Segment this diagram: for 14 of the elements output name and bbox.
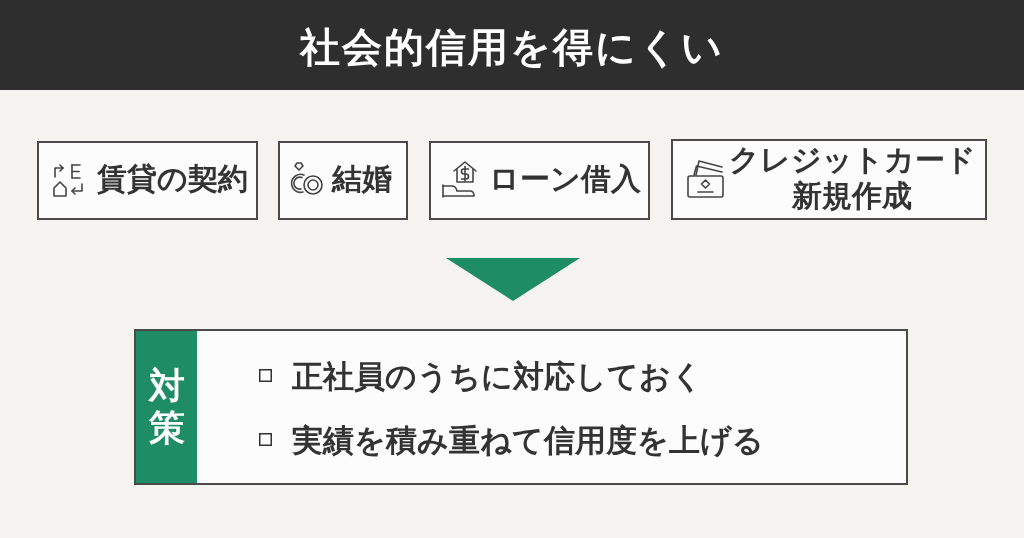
bullet-text: 正社員のうちに対応しておく (292, 357, 703, 396)
category-label: 賃貸の契約 (95, 161, 249, 197)
category-box (278, 141, 408, 220)
arrow (446, 258, 580, 301)
category-label: 結婚 (330, 161, 393, 197)
category-label: ローン借入 (488, 161, 642, 197)
category-box (37, 141, 258, 220)
bullet-text: 実績を積み重ねて信用度を上げる (292, 421, 764, 460)
heading-band: 対策 (136, 331, 197, 483)
category-label: クレジットカード新規作成 (728, 142, 976, 214)
category-box (429, 141, 650, 220)
title-banner: 社会的信用を得にくい (0, 0, 1024, 90)
category-box (671, 139, 987, 220)
info-panel (134, 329, 908, 485)
